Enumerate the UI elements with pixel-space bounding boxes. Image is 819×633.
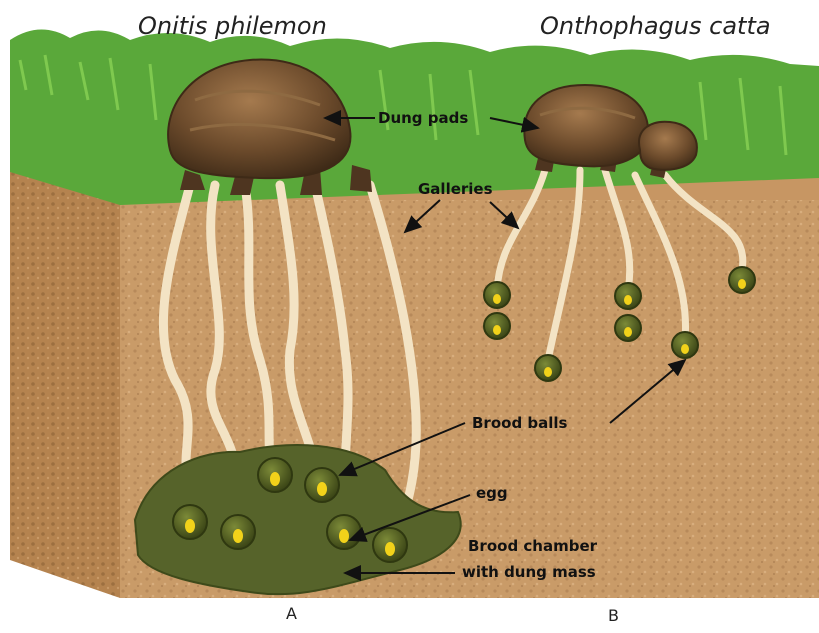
panel-label-a: A [286,604,297,623]
egg-dot [544,367,552,377]
title-onitis-philemon: Onitis philemon [138,12,327,40]
egg-dot [339,529,349,543]
panel-label-b: B [608,606,619,625]
title-onthophagus-catta: Onthophagus catta [540,12,771,40]
dung-pad [639,122,697,170]
label-galleries: Galleries [418,180,493,198]
egg-dot [493,325,501,335]
egg-dot [624,327,632,337]
egg-dot [738,279,746,289]
label-dung-pads: Dung pads [378,109,468,127]
egg-dot [624,295,632,305]
label-egg: egg [476,484,508,502]
egg-dot [270,472,280,486]
egg-dot [317,482,327,496]
egg-dot [493,294,501,304]
label-brood-balls: Brood balls [472,414,568,432]
label-dung-mass: with dung mass [462,563,596,581]
egg-dot [185,519,195,533]
label-brood-chamber: Brood chamber [468,537,598,555]
soil-side-face [10,165,120,598]
egg-dot [385,542,395,556]
egg-dot [681,344,689,354]
dung-pad [524,85,648,166]
egg-dot [233,529,243,543]
